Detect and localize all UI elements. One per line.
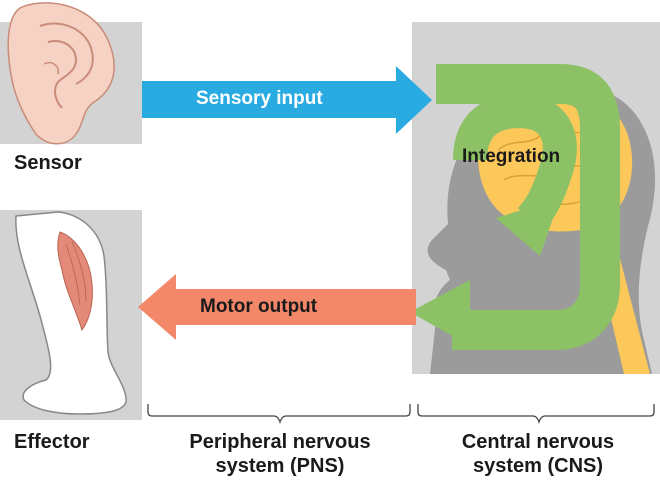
sensor-label: Sensor <box>14 152 82 174</box>
cns-label: Central nervous system (CNS) <box>420 430 656 478</box>
sensory-input-arrow <box>142 66 432 134</box>
integration-loop-arrow <box>410 64 620 350</box>
sensory-input-label: Sensory input <box>196 88 323 109</box>
cns-label-line2: system (CNS) <box>472 455 604 477</box>
cns-brace <box>417 404 655 425</box>
leg-with-muscle-icon <box>15 211 127 415</box>
pns-brace <box>147 404 411 425</box>
effector-label: Effector <box>14 431 90 453</box>
motor-output-arrow <box>138 274 416 340</box>
motor-output-label: Motor output <box>200 296 318 317</box>
cns-label-line1: Central nervous <box>461 431 615 453</box>
ear-icon <box>7 2 115 145</box>
integration-label: Integration <box>462 146 561 167</box>
pns-label-line2: system (PNS) <box>215 455 345 477</box>
pns-label: Peripheral nervous system (PNS) <box>160 430 400 478</box>
pns-label-line1: Peripheral nervous <box>189 431 371 453</box>
